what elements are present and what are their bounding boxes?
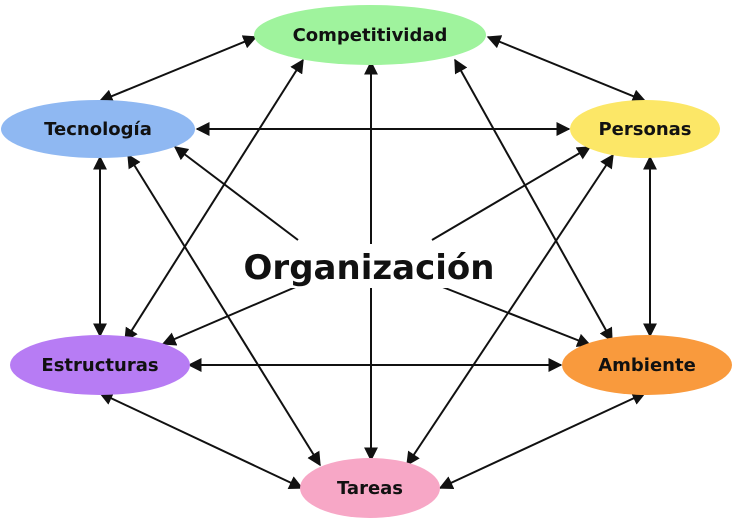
arrow-ambiente-tareas bbox=[438, 391, 647, 490]
center-label: Organización bbox=[244, 248, 495, 288]
node-personas-label: Personas bbox=[598, 119, 691, 140]
node-ambiente: Ambiente bbox=[562, 335, 732, 395]
arrow-center-estructuras bbox=[161, 285, 299, 346]
node-tareas-label: Tareas bbox=[337, 478, 403, 499]
node-estructuras-label: Estructuras bbox=[41, 355, 158, 376]
node-personas-shape bbox=[570, 100, 720, 158]
node-ambiente-shape bbox=[562, 335, 732, 395]
arrow-personas-tareas bbox=[406, 153, 614, 467]
node-tecnologia: Tecnología bbox=[1, 100, 195, 158]
node-personas: Personas bbox=[570, 100, 720, 158]
arrow-tecnologia-tareas bbox=[127, 153, 321, 467]
node-tareas-shape bbox=[300, 458, 440, 518]
arrow-competitividad-ambiente bbox=[454, 58, 613, 343]
arrow-competitividad-tecnologia bbox=[98, 35, 258, 103]
node-tecnologia-shape bbox=[1, 100, 195, 158]
connections bbox=[93, 35, 657, 490]
center-label-backdrop bbox=[262, 244, 476, 288]
node-estructuras: Estructuras bbox=[10, 335, 190, 395]
arrow-competitividad-estructuras bbox=[124, 58, 304, 343]
arrow-center-tecnologia bbox=[173, 146, 299, 241]
node-competitividad: Competitividad bbox=[254, 5, 486, 65]
node-ambiente-label: Ambiente bbox=[598, 355, 696, 376]
node-competitividad-shape bbox=[254, 5, 486, 65]
node-tecnologia-label: Tecnología bbox=[44, 119, 152, 140]
node-tareas: Tareas bbox=[300, 458, 440, 518]
node-estructuras-shape bbox=[10, 335, 190, 395]
arrow-center-personas bbox=[431, 146, 592, 241]
arrow-center-ambiente bbox=[439, 285, 592, 347]
node-competitividad-label: Competitividad bbox=[293, 25, 448, 46]
arrow-estructuras-tareas bbox=[98, 392, 304, 489]
arrow-competitividad-personas bbox=[486, 35, 647, 103]
